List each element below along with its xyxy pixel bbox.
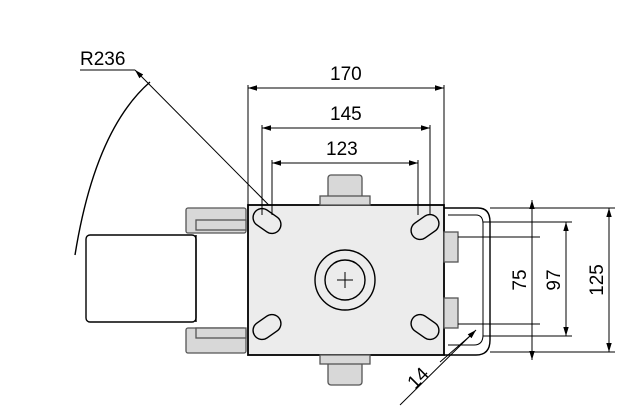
right-axle-nut-top [443, 231, 459, 263]
swivel-radius-arc [74, 81, 151, 256]
dim-97-label: 97 [544, 269, 565, 290]
wheel [85, 234, 197, 323]
dim-75-label: 75 [510, 269, 531, 290]
dim-145-label: 145 [330, 104, 362, 125]
radius-label: R236 [80, 49, 125, 70]
mounting-slot-top-right [410, 213, 440, 241]
mounting-slot-bottom-right [410, 313, 440, 341]
kingpin-inner-ring [324, 259, 366, 301]
kingpin-washer-top [319, 195, 371, 206]
dim-14-label: 14 [404, 363, 434, 393]
dim-14-line [399, 329, 477, 406]
left-axle-washer-bottom [195, 327, 247, 339]
dim-123-label: 123 [326, 139, 358, 160]
kingpin-outer-ring [314, 249, 376, 311]
left-axle-washer-top [195, 219, 247, 231]
dim-125-label: 125 [587, 264, 608, 296]
fork-inner-outline [448, 214, 484, 346]
right-axle-nut-bottom [443, 297, 459, 329]
kingpin-washer-bottom [319, 354, 371, 365]
dim-14-ext [439, 335, 471, 363]
dim-170-label: 170 [330, 64, 362, 85]
fork-outline [444, 207, 491, 356]
mounting-slot-bottom-left [252, 313, 282, 341]
